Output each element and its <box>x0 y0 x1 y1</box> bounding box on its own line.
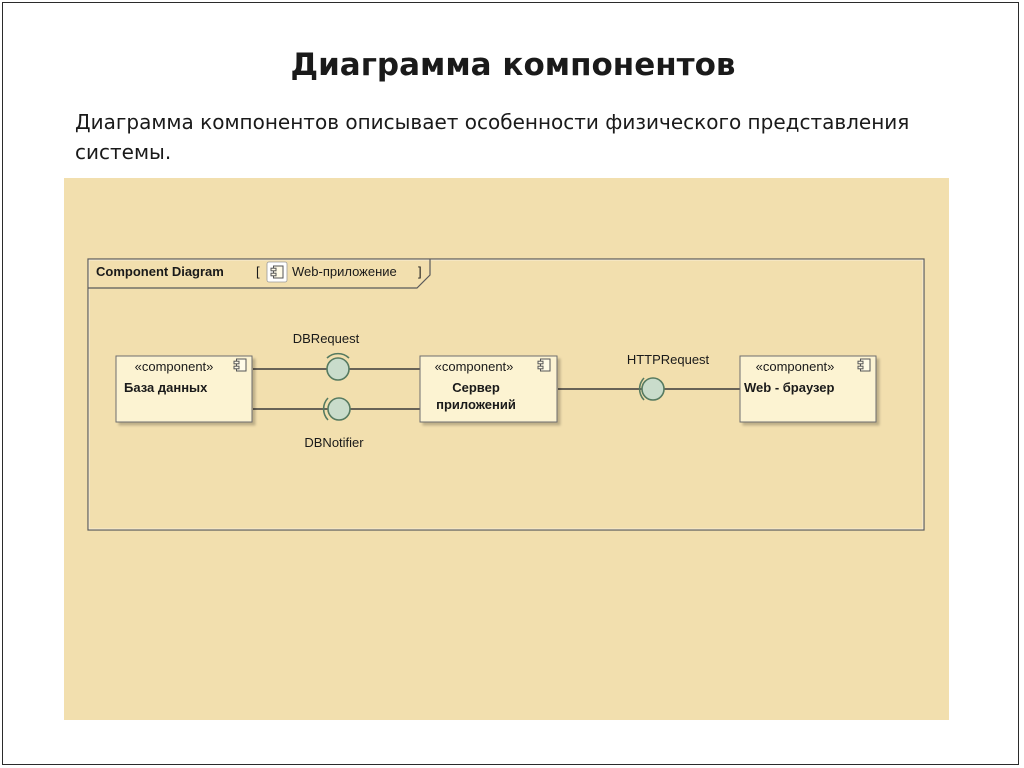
httprequest-socket <box>638 377 645 401</box>
component-database-box <box>115 355 253 423</box>
dbnotifier-socket <box>322 397 329 421</box>
diagram-canvas <box>64 178 949 720</box>
component-web-browser-box <box>739 355 877 423</box>
slide-description: Диаграмма компонентов описывает особенно… <box>75 110 910 164</box>
dbnotifier-ball <box>327 397 351 421</box>
component-web-browser[interactable]: «component» Web - браузер <box>739 355 877 423</box>
component-app-server-box <box>419 355 558 423</box>
component-stereotype: «component» <box>435 359 514 374</box>
interface-label-dbrequest: DBRequest <box>293 331 360 346</box>
interface-dbrequest[interactable]: DBRequest <box>293 331 360 381</box>
dbrequest-ball <box>326 357 350 381</box>
interface-httprequest[interactable]: HTTPRequest <box>627 352 710 401</box>
component-stereotype: «component» <box>135 359 214 374</box>
dbrequest-socket <box>326 352 350 359</box>
frame-kind-label: Component Diagram <box>96 264 224 279</box>
diagram-frame-tab <box>88 259 431 289</box>
component-name: База данных <box>124 380 208 395</box>
frame-context-name: Web-приложение <box>292 264 397 279</box>
interface-label-httprequest: HTTPRequest <box>627 352 710 367</box>
component-icon <box>266 261 288 283</box>
diagram-frame-highlight <box>88 259 924 530</box>
component-name-line-1: Сервер <box>452 380 500 395</box>
interface-label-dbnotifier: DBNotifier <box>304 435 364 450</box>
component-app-server[interactable]: «component» Сервер приложений <box>419 355 558 423</box>
frame-bracket-close: ] <box>418 264 422 279</box>
component-name-line-2: приложений <box>436 397 516 412</box>
component-stereotype: «component» <box>756 359 835 374</box>
frame-bracket-open: [ <box>256 264 260 279</box>
diagram-frame: Component Diagram [ Web-приложение ] <box>87 258 925 531</box>
diagram-frame-border <box>87 258 925 531</box>
interface-dbnotifier[interactable]: DBNotifier <box>304 397 364 450</box>
component-database[interactable]: «component» База данных <box>115 355 253 423</box>
slide-title: Диаграмма компонентов <box>290 47 736 83</box>
httprequest-ball <box>641 377 665 401</box>
component-name: Web - браузер <box>744 380 835 395</box>
